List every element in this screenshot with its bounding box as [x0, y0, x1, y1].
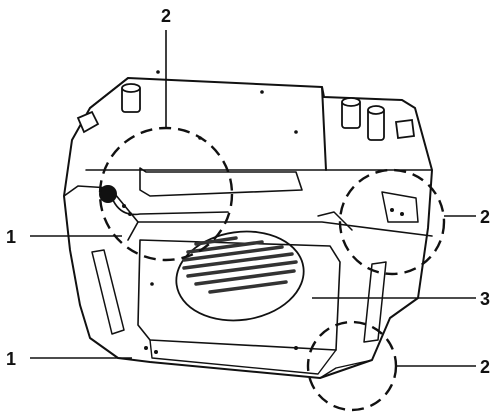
leader-lines [30, 30, 476, 367]
louver-line [182, 252, 294, 270]
screw-dot [144, 346, 148, 350]
screw-dots [122, 70, 404, 354]
louver-line [186, 260, 298, 278]
screw-dot [150, 282, 154, 286]
callout-2-right-upper: 2 [480, 207, 490, 227]
housing-outline [63, 77, 433, 379]
callout-2-top: 2 [161, 6, 171, 26]
right-slot [363, 261, 387, 343]
callout-1-lower: 1 [6, 349, 16, 369]
louver-line [182, 245, 284, 262]
screw-dot [128, 212, 132, 216]
fitting-left-cap [121, 83, 141, 93]
louver-stripes [182, 236, 298, 294]
screw-dot [400, 212, 404, 216]
callout-3: 3 [480, 289, 490, 309]
top-edge-left [89, 77, 129, 109]
bottom-right-edge [319, 359, 373, 379]
callout-1-upper: 1 [6, 227, 16, 247]
right-bracket [381, 191, 419, 223]
screw-dot [260, 90, 264, 94]
top-left-lug [76, 110, 100, 134]
screw-dot [156, 70, 160, 74]
louver-line [208, 280, 288, 294]
unit-body [63, 77, 433, 379]
callout-2-right-lower: 2 [480, 357, 490, 377]
top-channel [139, 167, 303, 197]
screw-dot [390, 208, 394, 212]
left-slot [91, 249, 125, 335]
fitting-bracket [394, 118, 416, 140]
pipe-fittings [76, 83, 416, 141]
fitting-right-cap [367, 105, 385, 115]
screw-dot [122, 204, 126, 208]
fan-opening [175, 230, 305, 322]
top-panel-divider [321, 86, 327, 171]
front-upper-edge [137, 221, 433, 237]
left-piping [111, 197, 229, 216]
drain-plug [99, 185, 117, 203]
front-bottom-lip [149, 339, 337, 375]
fitting-middle-cap [341, 97, 361, 107]
center-clip [317, 211, 353, 231]
detail-circle-right-upper [338, 168, 446, 276]
screw-dot [154, 350, 158, 354]
screw-dot [294, 346, 298, 350]
front-inner-panel [137, 239, 341, 351]
louver-line [194, 236, 238, 246]
louver-line [194, 269, 296, 286]
screw-dot [294, 130, 298, 134]
